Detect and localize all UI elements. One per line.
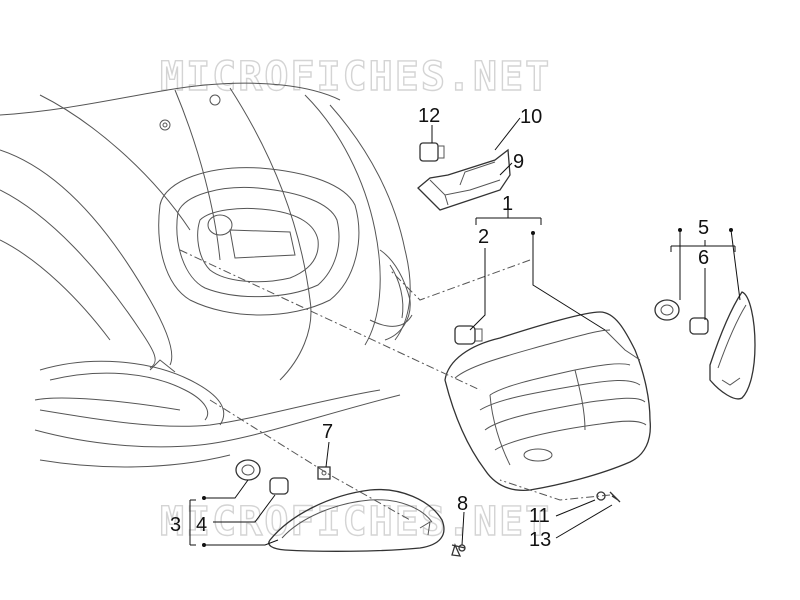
bulb-2	[454, 325, 483, 345]
taillight-assembly	[444, 311, 651, 491]
callout-4: 4	[196, 514, 207, 536]
callout-9: 9	[513, 151, 524, 173]
grommet-3	[235, 459, 261, 481]
callout-5: 5	[698, 217, 709, 239]
callout-11: 11	[529, 505, 550, 527]
scooter-rear-body	[0, 82, 413, 468]
bulb-4	[269, 477, 289, 495]
callout-1: 1	[502, 193, 513, 215]
callout-labels: 1 2 3 4 5 6 7 8 9 10 11 12 13	[170, 105, 709, 551]
licence-plate-light	[417, 148, 511, 211]
bulb-12	[419, 142, 445, 162]
assembly-lines	[179, 249, 611, 521]
callout-8: 8	[457, 493, 468, 515]
callout-7: 7	[322, 421, 333, 443]
callout-3: 3	[170, 514, 181, 536]
callout-12: 12	[418, 105, 440, 127]
left-indicator	[268, 488, 445, 552]
callout-13: 13	[529, 529, 551, 551]
watermark-top: MICROFICHES.NET	[160, 54, 551, 100]
screw-11-13	[596, 491, 621, 503]
leader-lines	[189, 117, 741, 547]
grommet-5	[654, 299, 680, 321]
right-indicator	[709, 291, 756, 400]
callout-6: 6	[698, 247, 709, 269]
callout-10: 10	[520, 106, 542, 128]
bulb-6	[689, 317, 709, 335]
callout-2: 2	[478, 226, 489, 248]
screw-8	[451, 543, 466, 557]
